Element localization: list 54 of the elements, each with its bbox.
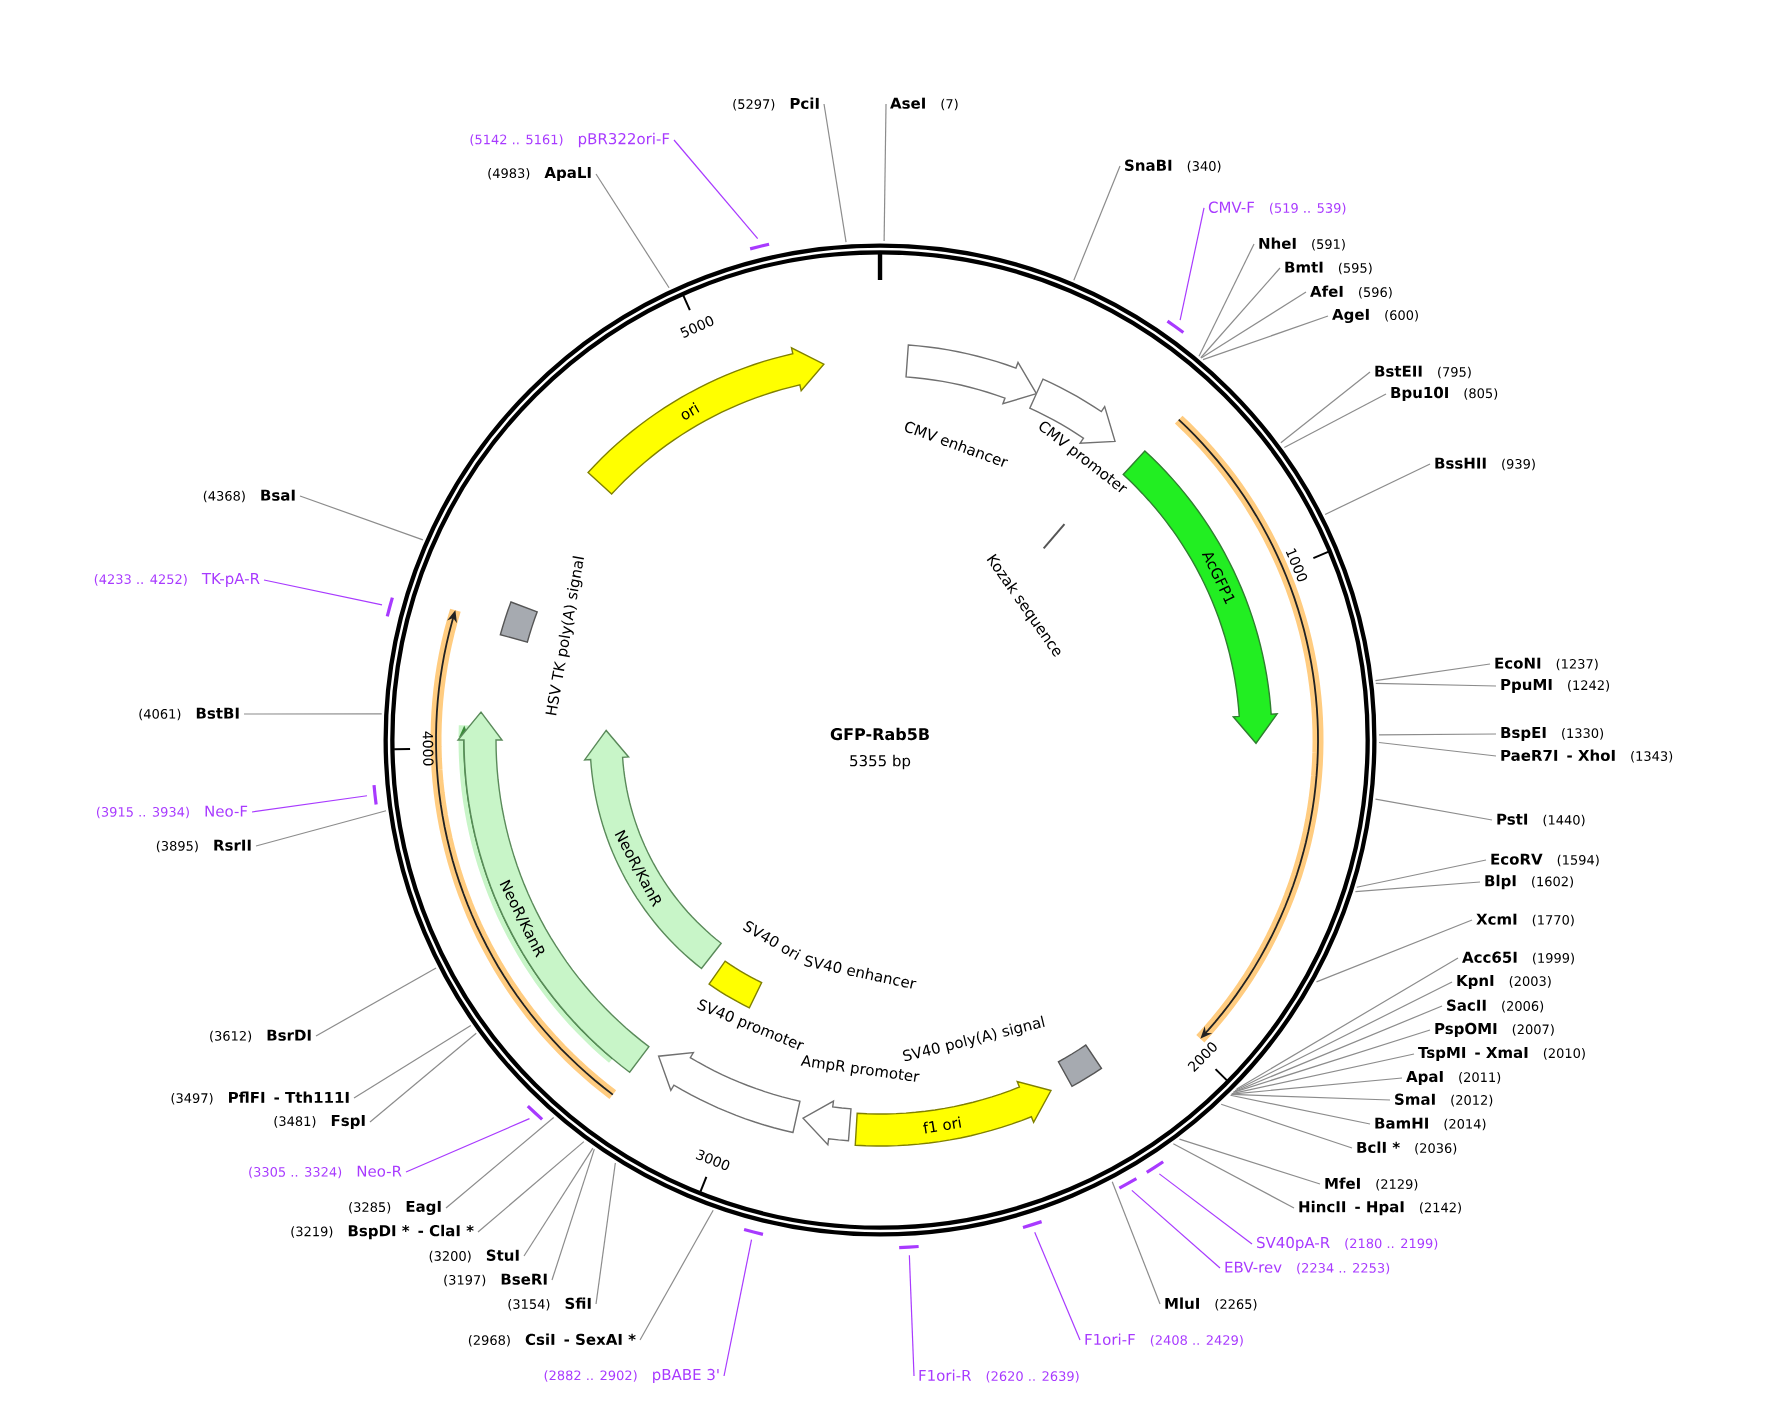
leader-line [369,1032,477,1123]
leader-line [1378,733,1497,736]
leader-line [477,1141,585,1233]
leader-line [723,1239,753,1377]
leader-line [1231,1077,1403,1095]
leader-line [1354,881,1481,893]
leader-line [1179,207,1205,321]
leader-line [1231,1053,1415,1095]
leader-line [639,1209,714,1341]
leader-line [1034,1231,1081,1341]
leader-line [1198,243,1255,357]
leader-line [255,810,387,847]
leader-line [1172,1143,1295,1209]
leader-line [823,103,847,243]
leader-line [299,495,424,541]
leader-line [1280,371,1371,444]
leader-line [1374,663,1491,682]
leader-line [883,103,887,242]
leader-line [251,795,368,813]
leader-line [1356,859,1487,888]
leader-line [595,173,670,289]
leader-line [1234,981,1453,1092]
leader-line [551,1148,595,1281]
leader-line [908,1254,915,1377]
leader-line [1200,291,1307,359]
leader-line [1378,741,1497,757]
leader-line [1073,165,1121,281]
leader-line [1324,463,1431,516]
leader-line [1111,1181,1161,1305]
leader-line [1131,1189,1221,1269]
leader-line [1315,919,1473,983]
leader-line [1283,393,1387,449]
leader-line [595,1162,616,1305]
leader-line [523,1147,594,1257]
leader-line [405,1118,531,1173]
leader-line [1200,267,1281,359]
leader-line [1233,1005,1443,1093]
leader-line [445,1116,555,1209]
leader-line [243,713,383,715]
plasmid-name: GFP-Rab5B [830,727,929,741]
leader-line [673,139,759,240]
leader-line [1375,682,1497,687]
leader-line [353,1024,472,1099]
leader-line [1202,315,1329,361]
leader-line [1230,1093,1391,1101]
leader-line [1232,1029,1431,1093]
leader-line [1158,1173,1253,1245]
leader-line [1229,1094,1371,1125]
leader-line [1374,798,1493,821]
leader-line [263,579,383,606]
leader-line [1236,957,1459,1090]
leader-line [1178,1138,1321,1185]
leader-line [1220,1103,1353,1149]
leader-line [315,967,437,1037]
